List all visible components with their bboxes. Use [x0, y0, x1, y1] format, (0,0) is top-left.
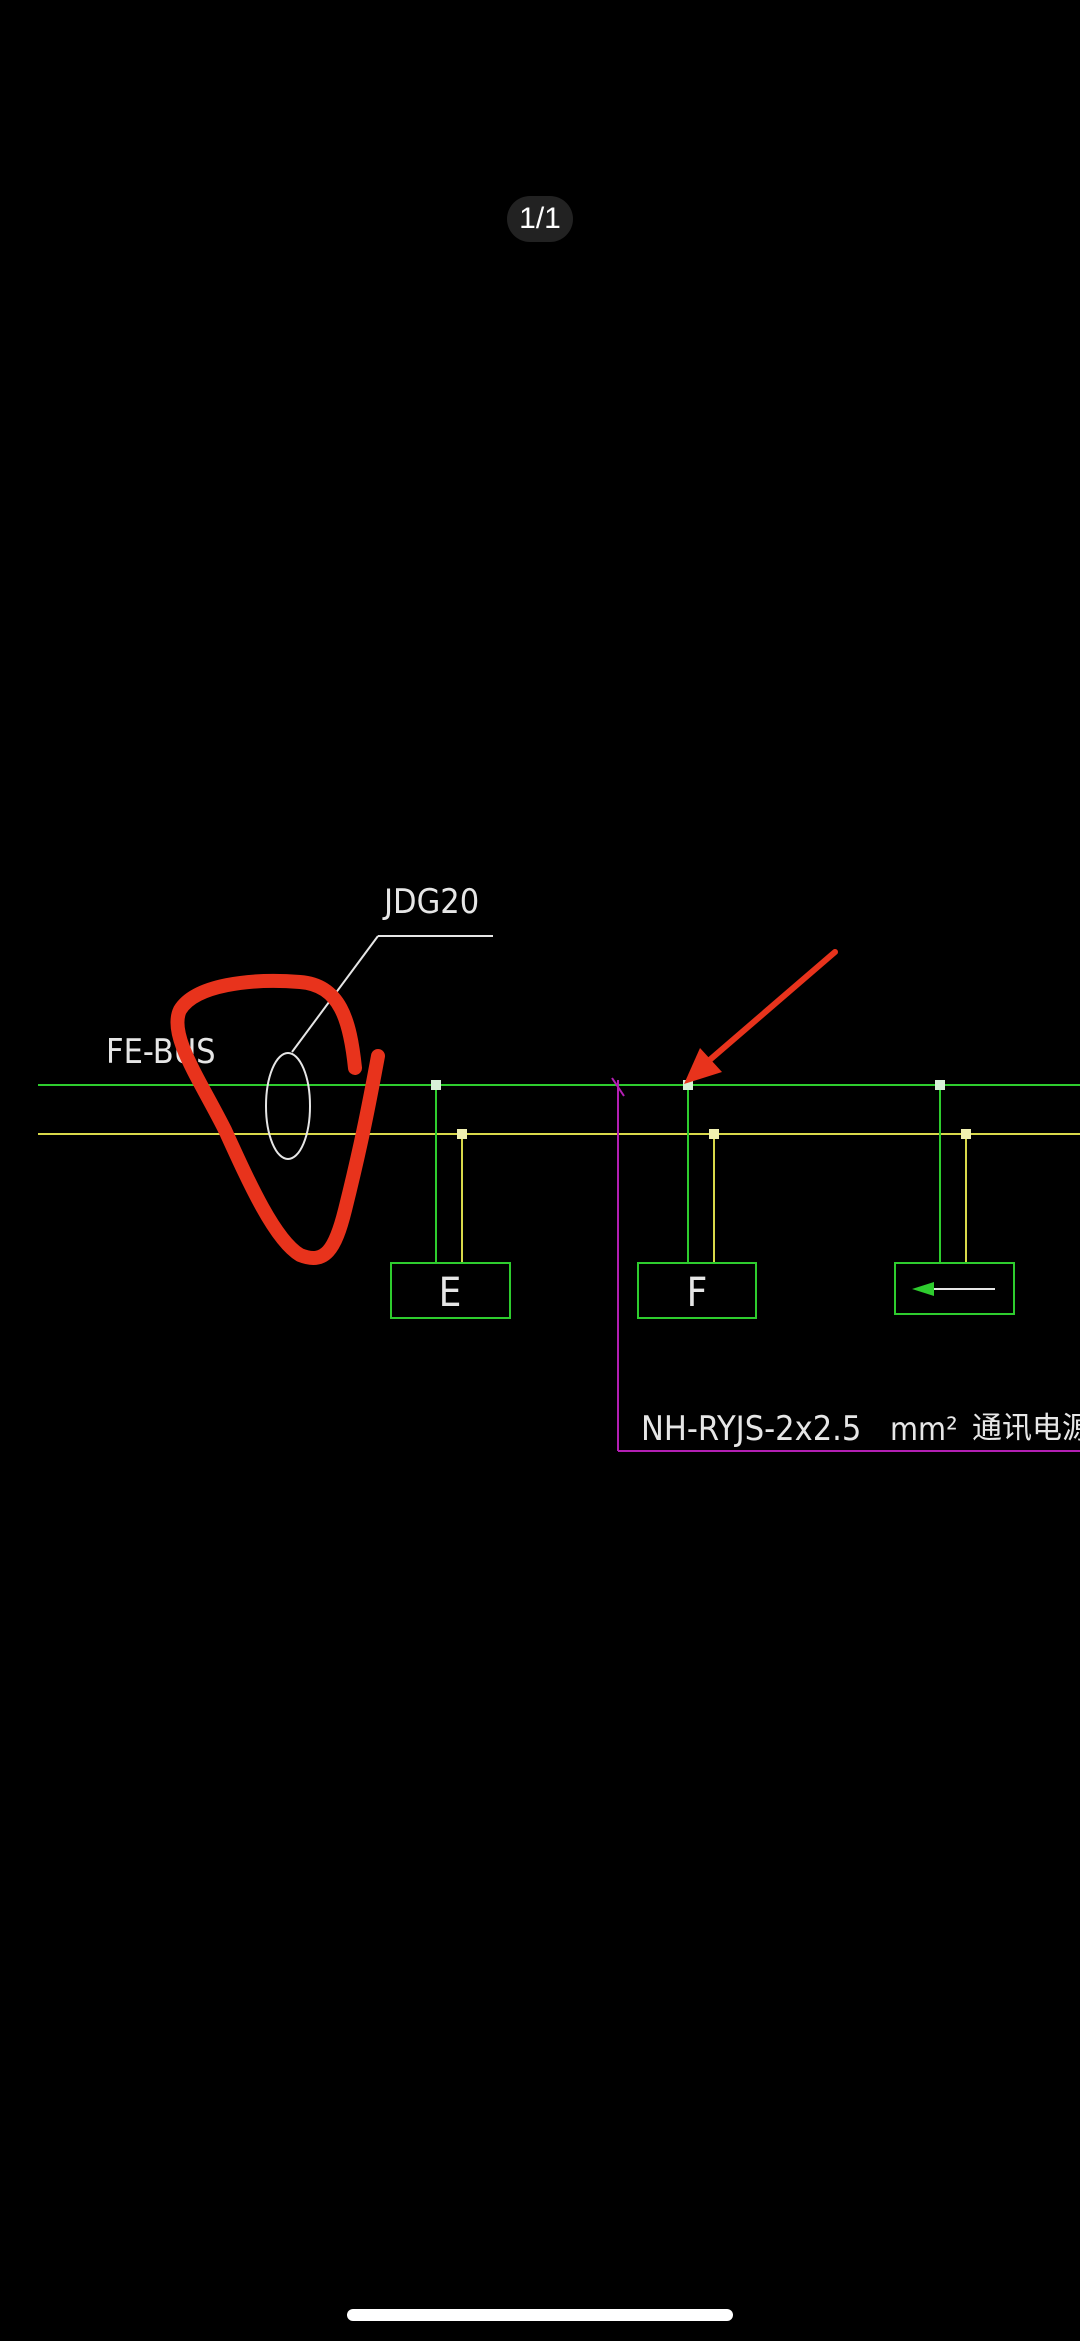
module-e-node-yellow [457, 1129, 467, 1139]
module-f-label: F [687, 1270, 708, 1316]
module-third-box[interactable] [894, 1262, 1015, 1315]
cable-desc-label: 通讯电源线 [972, 1411, 1080, 1446]
module-e-node-green [431, 1080, 441, 1090]
conduit-label: JDG20 [382, 882, 479, 922]
page-indicator: 1/1 [507, 196, 573, 242]
arrow-left-icon [912, 1282, 995, 1296]
annotation-red-loop [170, 973, 385, 1265]
home-indicator[interactable] [347, 2309, 733, 2321]
module-f-box[interactable] [637, 1262, 757, 1319]
cable-spec-label: NH-RYJS-2x2.5 [641, 1409, 861, 1449]
conduit-symbol-ellipse [265, 1052, 311, 1160]
module-third-node-yellow [961, 1129, 971, 1139]
cable-branch-tick [611, 1077, 625, 1097]
module-f-node-green [683, 1080, 693, 1090]
cable-unit-label: mm² [890, 1410, 958, 1448]
module-e-label: E [439, 1270, 462, 1316]
module-f-node-yellow [709, 1129, 719, 1139]
module-third-node-green [935, 1080, 945, 1090]
module-e-box[interactable] [390, 1262, 511, 1319]
annotation-red-arrow [684, 949, 838, 1084]
